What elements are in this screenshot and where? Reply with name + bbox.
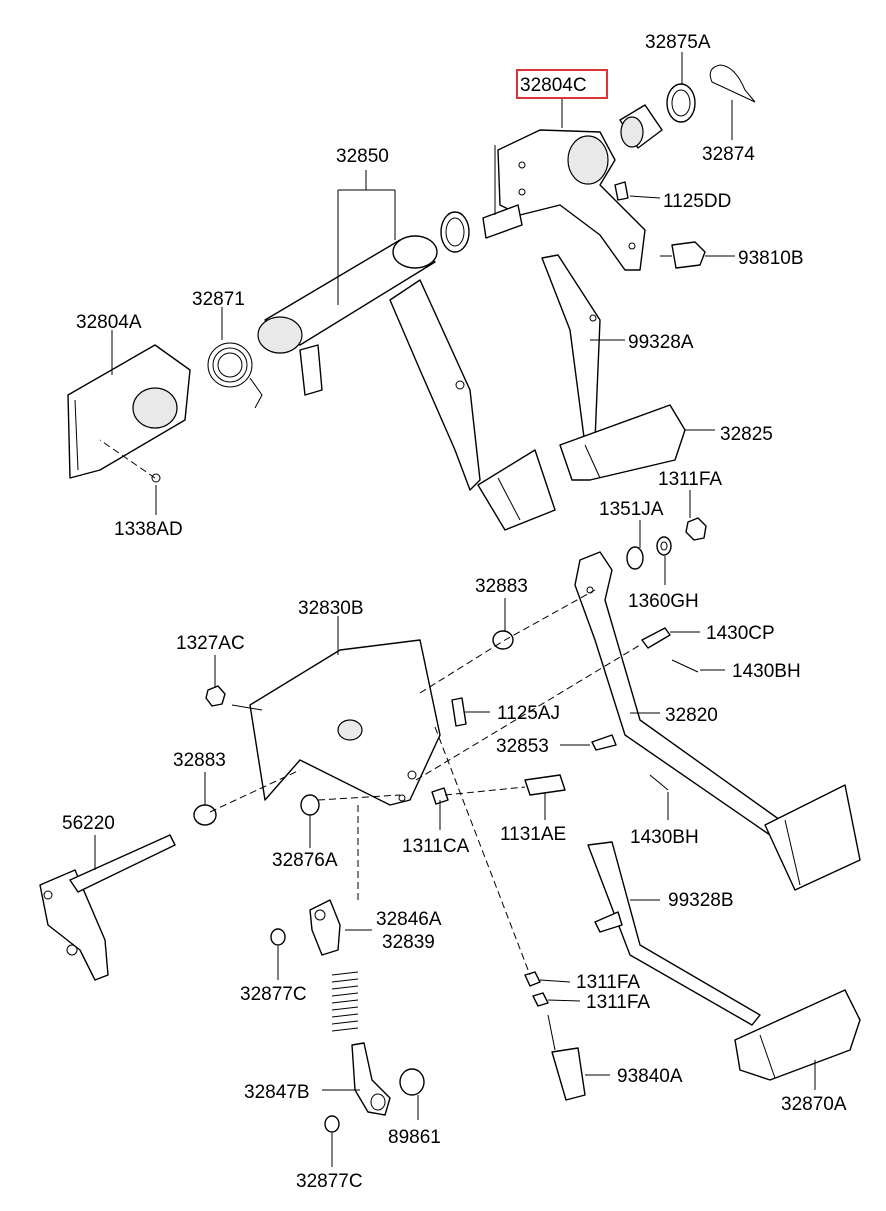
rod-56220-drawing xyxy=(39,834,176,981)
part-label-32820[interactable]: 32820 xyxy=(665,705,718,726)
part-label-32825[interactable]: 32825 xyxy=(720,424,773,445)
part-label-1338ad[interactable]: 1338AD xyxy=(114,519,183,540)
part-label-32847b[interactable]: 32847B xyxy=(244,1082,310,1103)
part-label-1311fa-mid[interactable]: 1311FA xyxy=(576,972,640,993)
pedal-pad-upper-left-drawing xyxy=(477,449,556,531)
part-label-32875a[interactable]: 32875A xyxy=(645,32,711,53)
bracket-32804c-drawing xyxy=(482,129,646,271)
part-label-32877c-upper[interactable]: 32877C xyxy=(240,984,307,1005)
pin-1430cp-drawing xyxy=(641,627,671,649)
pedal-arm-99328b-drawing xyxy=(587,841,761,1026)
bushing-32883-upper-drawing xyxy=(492,630,514,650)
bolt-1131ae-drawing xyxy=(524,774,566,796)
washer-32877c-upper-drawing xyxy=(270,928,286,946)
washer-1351ja-drawing xyxy=(626,546,644,570)
part-label-32883-lower[interactable]: 32883 xyxy=(173,750,226,771)
part-label-32839[interactable]: 32839 xyxy=(382,932,435,953)
part-label-93810b[interactable]: 93810B xyxy=(738,248,804,269)
part-label-32830b[interactable]: 32830B xyxy=(298,598,364,619)
part-drawings xyxy=(39,64,861,1133)
return-spring-32871-drawing xyxy=(207,342,263,409)
part-label-56220[interactable]: 56220 xyxy=(62,813,115,834)
part-label-32876a[interactable]: 32876A xyxy=(272,850,338,871)
stopper-32876a-drawing xyxy=(300,794,320,816)
part-label-89861[interactable]: 89861 xyxy=(388,1127,441,1148)
part-label-1430bh-upper[interactable]: 1430BH xyxy=(732,661,801,682)
part-label-32871[interactable]: 32871 xyxy=(192,289,245,310)
bracket-32830b-drawing xyxy=(231,639,441,806)
part-label-1311fa-low[interactable]: 1311FA xyxy=(586,992,650,1013)
part-label-32804c[interactable]: 32804C xyxy=(520,75,587,96)
part-label-32853[interactable]: 32853 xyxy=(496,736,549,757)
mount-32804a-drawing xyxy=(67,344,191,483)
bushing-89861-drawing xyxy=(399,1068,425,1096)
part-labels: 32875A 32804C 32874 32850 1125DD 93810B … xyxy=(62,32,847,1192)
clevis-32847b-drawing xyxy=(351,1042,391,1116)
leader-lines xyxy=(94,52,816,1167)
part-label-32874[interactable]: 32874 xyxy=(702,144,755,165)
nut-1311fa-lower-drawing xyxy=(524,971,549,1007)
bushing-32883-lower-drawing xyxy=(193,804,217,826)
nut-1311fa-drawing xyxy=(685,517,707,541)
part-label-1311fa-top[interactable]: 1311FA xyxy=(658,469,722,490)
part-label-32846a[interactable]: 32846A xyxy=(376,909,442,930)
switch-93840a-drawing xyxy=(547,1014,586,1101)
pedal-pad-32870a-drawing xyxy=(734,989,861,1081)
part-label-32850[interactable]: 32850 xyxy=(336,146,389,167)
washer-32877c-lower-drawing xyxy=(324,1115,340,1133)
highlight-box xyxy=(516,69,608,99)
part-label-99328b[interactable]: 99328B xyxy=(668,890,734,911)
stopper-93810b-drawing xyxy=(660,241,706,269)
clevis-32846a-drawing xyxy=(309,899,341,956)
part-label-32870a[interactable]: 32870A xyxy=(781,1094,847,1115)
clip-1430bh-lower-drawing xyxy=(649,774,669,791)
shaft-32850-drawing xyxy=(257,235,481,491)
assembly-lines xyxy=(99,439,641,976)
part-label-32804a[interactable]: 32804A xyxy=(76,312,142,333)
washer-1360gh-drawing xyxy=(656,536,672,556)
nut-1311ca-drawing xyxy=(431,787,449,805)
part-label-99328a[interactable]: 99328A xyxy=(628,332,694,353)
part-label-1311ca[interactable]: 1311CA xyxy=(402,836,470,857)
pedal-pad-32825-drawing xyxy=(559,404,686,481)
pedal-pad-32820-drawing xyxy=(764,784,861,891)
bolt-1125aj-drawing xyxy=(451,697,467,727)
part-label-1351ja[interactable]: 1351JA xyxy=(599,499,664,520)
bolt-1125dd-drawing xyxy=(614,181,629,201)
part-label-93840a[interactable]: 93840A xyxy=(617,1066,683,1087)
part-label-1430cp[interactable]: 1430CP xyxy=(706,623,775,644)
part-label-1125aj[interactable]: 1125AJ xyxy=(497,703,560,724)
clip-1430bh-upper-drawing xyxy=(671,659,699,673)
bushing-drawing xyxy=(440,64,756,253)
pedal-arm-99328a-drawing xyxy=(541,254,601,446)
part-label-1125dd[interactable]: 1125DD xyxy=(663,191,731,212)
nut-1327ac-drawing xyxy=(205,685,226,707)
spring-drawing xyxy=(331,971,359,1032)
part-label-1327ac[interactable]: 1327AC xyxy=(176,633,245,654)
part-label-1430bh-lower[interactable]: 1430BH xyxy=(630,827,699,848)
part-label-1360gh[interactable]: 1360GH xyxy=(628,591,699,612)
part-label-32883-upper[interactable]: 32883 xyxy=(475,576,528,597)
part-label-32877c-lower[interactable]: 32877C xyxy=(296,1171,363,1192)
pin-32853-drawing xyxy=(591,734,617,751)
part-label-1131ae[interactable]: 1131AE xyxy=(500,824,566,845)
